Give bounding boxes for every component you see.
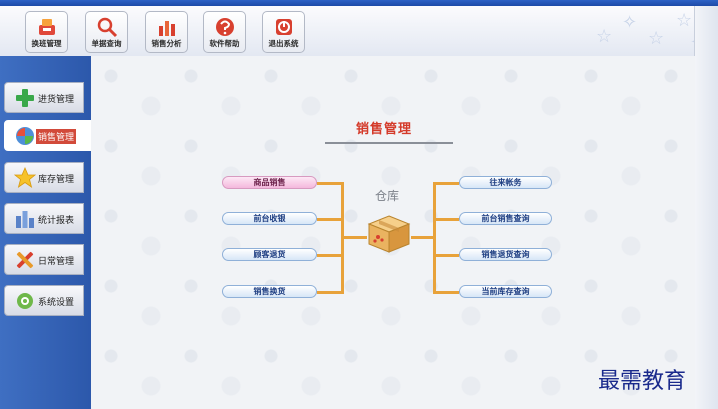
connector-line (411, 236, 436, 239)
customer-return-button[interactable]: 顾客退货 (222, 248, 317, 261)
shift-management-label: 换班管理 (31, 39, 62, 48)
software-help-button[interactable]: 软件帮助 (203, 11, 246, 53)
sidebar-item-sales[interactable]: 销售管理 (4, 120, 91, 151)
plus-icon (16, 89, 34, 107)
front-cashier-button[interactable]: 前台收银 (222, 212, 317, 225)
current-stock-query-button[interactable]: 当前库存查询 (459, 285, 552, 298)
window-title-bar (0, 0, 718, 6)
product-sales-button[interactable]: 商品销售 (222, 176, 317, 189)
accounts-button[interactable]: 往来帐务 (459, 176, 552, 189)
sales-return-query-button[interactable]: 销售退货查询 (459, 248, 552, 261)
connector-line (317, 254, 343, 257)
shift-management-button[interactable]: 换班管理 (25, 11, 68, 53)
sidebar-item-purchase[interactable]: 进货管理 (4, 82, 84, 113)
title-underline (325, 142, 453, 144)
sidebar-item-settings[interactable]: 系统设置 (4, 285, 84, 316)
sidebar-item-label: 系统设置 (38, 298, 75, 308)
sidebar-item-label: 库存管理 (38, 175, 75, 185)
sidebar-item-label: 进货管理 (38, 95, 75, 105)
exit-icon (275, 19, 292, 35)
connector-line (317, 291, 343, 294)
warehouse-box-icon (367, 215, 411, 253)
exit-system-button[interactable]: 退出系统 (262, 11, 305, 53)
sidebar-item-reports[interactable]: 统计报表 (4, 203, 84, 234)
cashier-icon (38, 19, 55, 35)
exit-system-label: 退出系统 (268, 39, 299, 48)
watermark-text: 最需教育 (598, 369, 687, 394)
gear-icon (17, 293, 33, 309)
connector-line (433, 291, 459, 294)
report-icon (16, 211, 34, 228)
page-title: 销售管理 (356, 122, 413, 137)
magnifier-icon (97, 17, 117, 38)
sidebar-item-daily[interactable]: 日常管理 (4, 244, 84, 275)
sidebar-item-inventory[interactable]: 库存管理 (4, 162, 84, 193)
connector-line (317, 218, 343, 221)
sidebar-item-label: 日常管理 (38, 257, 75, 267)
sidebar-item-label: 统计报表 (38, 216, 75, 226)
star-icon (14, 167, 36, 188)
connector-line (433, 182, 459, 185)
connector-line (433, 218, 459, 221)
software-help-label: 软件帮助 (209, 39, 240, 48)
sales-analysis-label: 销售分析 (151, 39, 182, 48)
document-query-label: 单据查询 (91, 39, 122, 48)
connector-line (341, 236, 367, 239)
right-edge-strip (694, 6, 718, 409)
connector-line (433, 254, 459, 257)
bar-chart-icon (158, 21, 175, 36)
document-query-button[interactable]: 单据查询 (85, 11, 128, 53)
help-icon (215, 18, 234, 36)
sales-analysis-button[interactable]: 销售分析 (145, 11, 188, 53)
connector-line (317, 182, 343, 185)
tools-icon (16, 251, 34, 269)
sidebar-item-label: 销售管理 (36, 129, 77, 144)
warehouse-label: 仓库 (375, 189, 400, 203)
sales-exchange-button[interactable]: 销售换货 (222, 285, 317, 298)
globe-icon (16, 127, 34, 145)
front-sales-query-button[interactable]: 前台销售查询 (459, 212, 552, 225)
